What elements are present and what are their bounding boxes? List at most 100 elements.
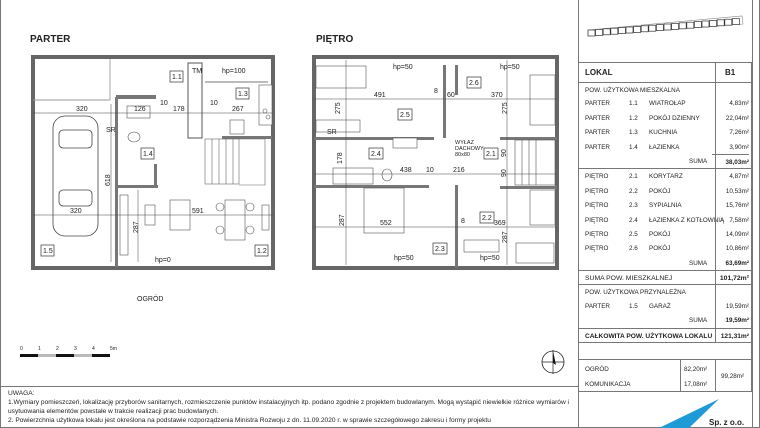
window-height-label: hp=50 (500, 64, 520, 71)
dimension: 370 (491, 92, 503, 99)
outdoor-total-value: 99,28m² (721, 373, 745, 381)
dimension: 618 (105, 174, 112, 186)
roof-hatch-label: WYŁAZ (455, 140, 475, 146)
key-plan-unit (663, 23, 672, 31)
roof-hatch-label: 80x80 (455, 152, 470, 158)
dimension: 287 (133, 221, 140, 233)
area-cell: 10,86m² (725, 245, 749, 253)
dimension: 10 (160, 100, 168, 107)
dimension: 178 (173, 106, 185, 113)
dimension: 267 (232, 106, 244, 113)
room-name-cell: WIATROŁAP (649, 100, 686, 108)
room-name-cell: KUCHNIA (649, 129, 678, 137)
pietro-floor-plan: 2.1 2.2 2.3 2.4 2.5 2.6 hp=50 hp=50 hp=5… (312, 55, 559, 270)
area-cell: 22,04m² (725, 114, 749, 122)
scale-tick: 4 (92, 346, 95, 352)
sum-value: 63,69m² (725, 259, 749, 267)
area-cell: 4,83m² (729, 100, 749, 108)
dimension: 126 (134, 106, 146, 113)
key-plan-unit (602, 28, 611, 36)
room-number-cell: 1.4 (629, 143, 638, 151)
room-name-cell: KORYTARZ (649, 173, 683, 181)
sum-value: 19,59m² (725, 317, 749, 325)
dimension: 90 (501, 169, 508, 177)
dimension: 10 (426, 167, 434, 174)
divider-table-top (578, 62, 752, 63)
room-tag: 1.2 (257, 248, 267, 255)
area-cell: 7,26m² (729, 129, 749, 137)
room-name-cell: POKÓJ DZIENNY (649, 114, 700, 122)
table-header-unit: B1 (725, 68, 736, 77)
garden-row-label: OGRÓD (585, 366, 609, 374)
sum-value: 38,03m² (712, 153, 749, 166)
table-right-border (752, 0, 753, 428)
window-height-label: hp=50 (394, 255, 414, 262)
sr-label: SR (106, 127, 116, 134)
key-plan-unit (709, 20, 717, 27)
key-plan-unit (610, 27, 619, 35)
sum-label: SUMA (689, 317, 708, 325)
dimension: 369 (494, 220, 506, 227)
room-number-cell: 1.3 (629, 129, 638, 137)
scale-tick: 1 (38, 346, 41, 352)
roof-hatch-label: DACHOWY (455, 146, 484, 152)
dimension: 591 (192, 208, 204, 215)
room-tag: 2.5 (400, 112, 410, 119)
room-tag: 1.3 (238, 91, 248, 98)
logo-text: Sp. z o.o. (709, 418, 744, 427)
room-number-cell: 1.1 (629, 100, 638, 108)
section-title: POW. UŻYTKOWA PRZYNALEŻNA (585, 289, 686, 297)
key-plan-unit (732, 18, 740, 25)
notes: UWAGA: 1.Wymiary pomieszczeń, lokalizacj… (8, 389, 578, 425)
area-cell: 3,90m² (729, 143, 749, 151)
grand-total-label: CAŁKOWITA POW. UŻYTKOWA LOKALU (585, 332, 713, 340)
key-plan-unit (724, 18, 733, 26)
room-tag: 1.5 (43, 248, 53, 255)
room-tag: 2.2 (482, 215, 492, 222)
room-tag: 1.4 (143, 151, 153, 158)
living-total-label: SUMA POW. MIESZKALNEJ (585, 275, 673, 283)
key-plan-unit (678, 22, 687, 30)
key-plan-unit (686, 21, 695, 29)
dimension: 491 (374, 92, 386, 99)
room-number-cell: 2.6 (629, 245, 638, 253)
key-plan-unit (694, 21, 702, 28)
key-plan-unit (618, 27, 626, 34)
key-plan-unit (656, 24, 664, 31)
key-plan-unit (648, 24, 657, 32)
car-icon (52, 115, 99, 237)
dimension: 320 (76, 106, 88, 113)
garden-label: OGRÓD (137, 296, 164, 303)
room-tag: 1.1 (172, 74, 182, 81)
key-plan-unit (671, 23, 679, 30)
door-height-label: hp=0 (155, 257, 171, 264)
sr-label: SR (327, 129, 337, 136)
scale-tick: 3 (74, 346, 77, 352)
key-plan-unit (701, 20, 710, 28)
room-number-cell: 2.4 (629, 216, 638, 224)
garden-row-value: 82,20m² (684, 366, 708, 374)
grand-total-value: 121,31m² (720, 332, 749, 340)
room-name-cell: ŁAZIENKA Z KOTŁOWNIĄ (649, 216, 725, 224)
dimension: 275 (335, 102, 342, 114)
key-plan-unit (640, 25, 649, 33)
dimension: 552 (380, 220, 392, 227)
window-height-label: hp=50 (393, 64, 413, 71)
floor-cell: PARTER (585, 143, 610, 151)
note-2: 2. Powierzchnia użytkowa lokalu jest okr… (8, 417, 491, 424)
company-logo: Sp. z o.o. (659, 399, 744, 428)
room-name-cell: POKÓJ (649, 187, 671, 195)
floor-cell: PARTER (585, 129, 610, 137)
note-1: 1.Wymiary pomieszczeń, lokalizację przyb… (8, 399, 570, 415)
communication-row-value: 17,08m² (684, 381, 708, 389)
room-tag: 2.4 (371, 151, 381, 158)
floor-cell: PIĘTRO (585, 187, 609, 195)
section-title: POW. UŻYTKOWA MIESZKALNA (585, 87, 680, 94)
north-arrow-icon (541, 350, 565, 374)
scale-tick: 2 (56, 346, 59, 352)
